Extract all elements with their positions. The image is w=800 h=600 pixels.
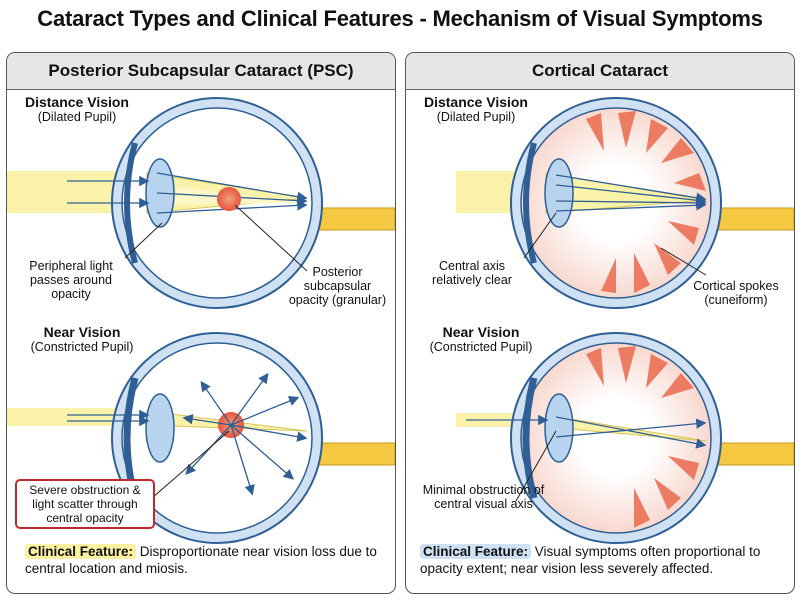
cortical-near-heading: Near Vision (Constricted Pupil) [429,324,533,355]
psc-panel: Posterior Subcapsular Cataract (PSC) [6,52,396,594]
cortical-axis-label: Central axis relatively clear [432,259,512,287]
cortical-minimal-label: Minimal obstruction of central visual ax… [422,483,545,511]
cortical-distance-heading: Distance Vision (Dilated Pupil) [423,94,528,125]
cortical-panel: Cortical Cataract [405,52,795,594]
cortical-clinical-text: Visual symptoms often proportional to op… [420,544,761,576]
psc-opacity-label: Posterior subcapsular opacity (granular) [288,265,387,307]
cortical-spokes-distance [586,111,706,293]
main-title: Cataract Types and Clinical Features - M… [37,6,763,31]
psc-panel-title: Posterior Subcapsular Cataract (PSC) [7,53,395,90]
cortical-distance-eye [456,97,794,309]
cortical-near-eye [456,332,794,544]
psc-distance-heading: Distance Vision (Dilated Pupil) [24,94,129,125]
psc-peripheral-label: Peripheral light passes around opacity [29,259,113,301]
cortical-clinical-tag: Clinical Feature: [420,544,532,559]
psc-severe-callout: Severe obstruction & light scatter throu… [15,479,155,529]
cortical-diagrams [456,97,794,544]
cortical-spokes-label: Cortical spokes (cuneiform) [693,279,779,307]
psc-near-heading: Near Vision (Constricted Pupil) [30,324,134,355]
cortical-clinical-feature: Clinical Feature: Visual symptoms often … [420,543,784,577]
psc-clinical-tag: Clinical Feature: [25,544,137,559]
psc-near-eye [7,332,395,544]
cortical-panel-title: Cortical Cataract [406,53,794,90]
psc-diagrams [7,97,395,544]
psc-clinical-text: Disproportionate near vision loss due to… [25,544,377,576]
psc-clinical-feature: Clinical Feature: Disproportionate near … [25,543,385,577]
cortical-spokes-near [586,346,699,528]
psc-distance-eye [7,97,395,309]
